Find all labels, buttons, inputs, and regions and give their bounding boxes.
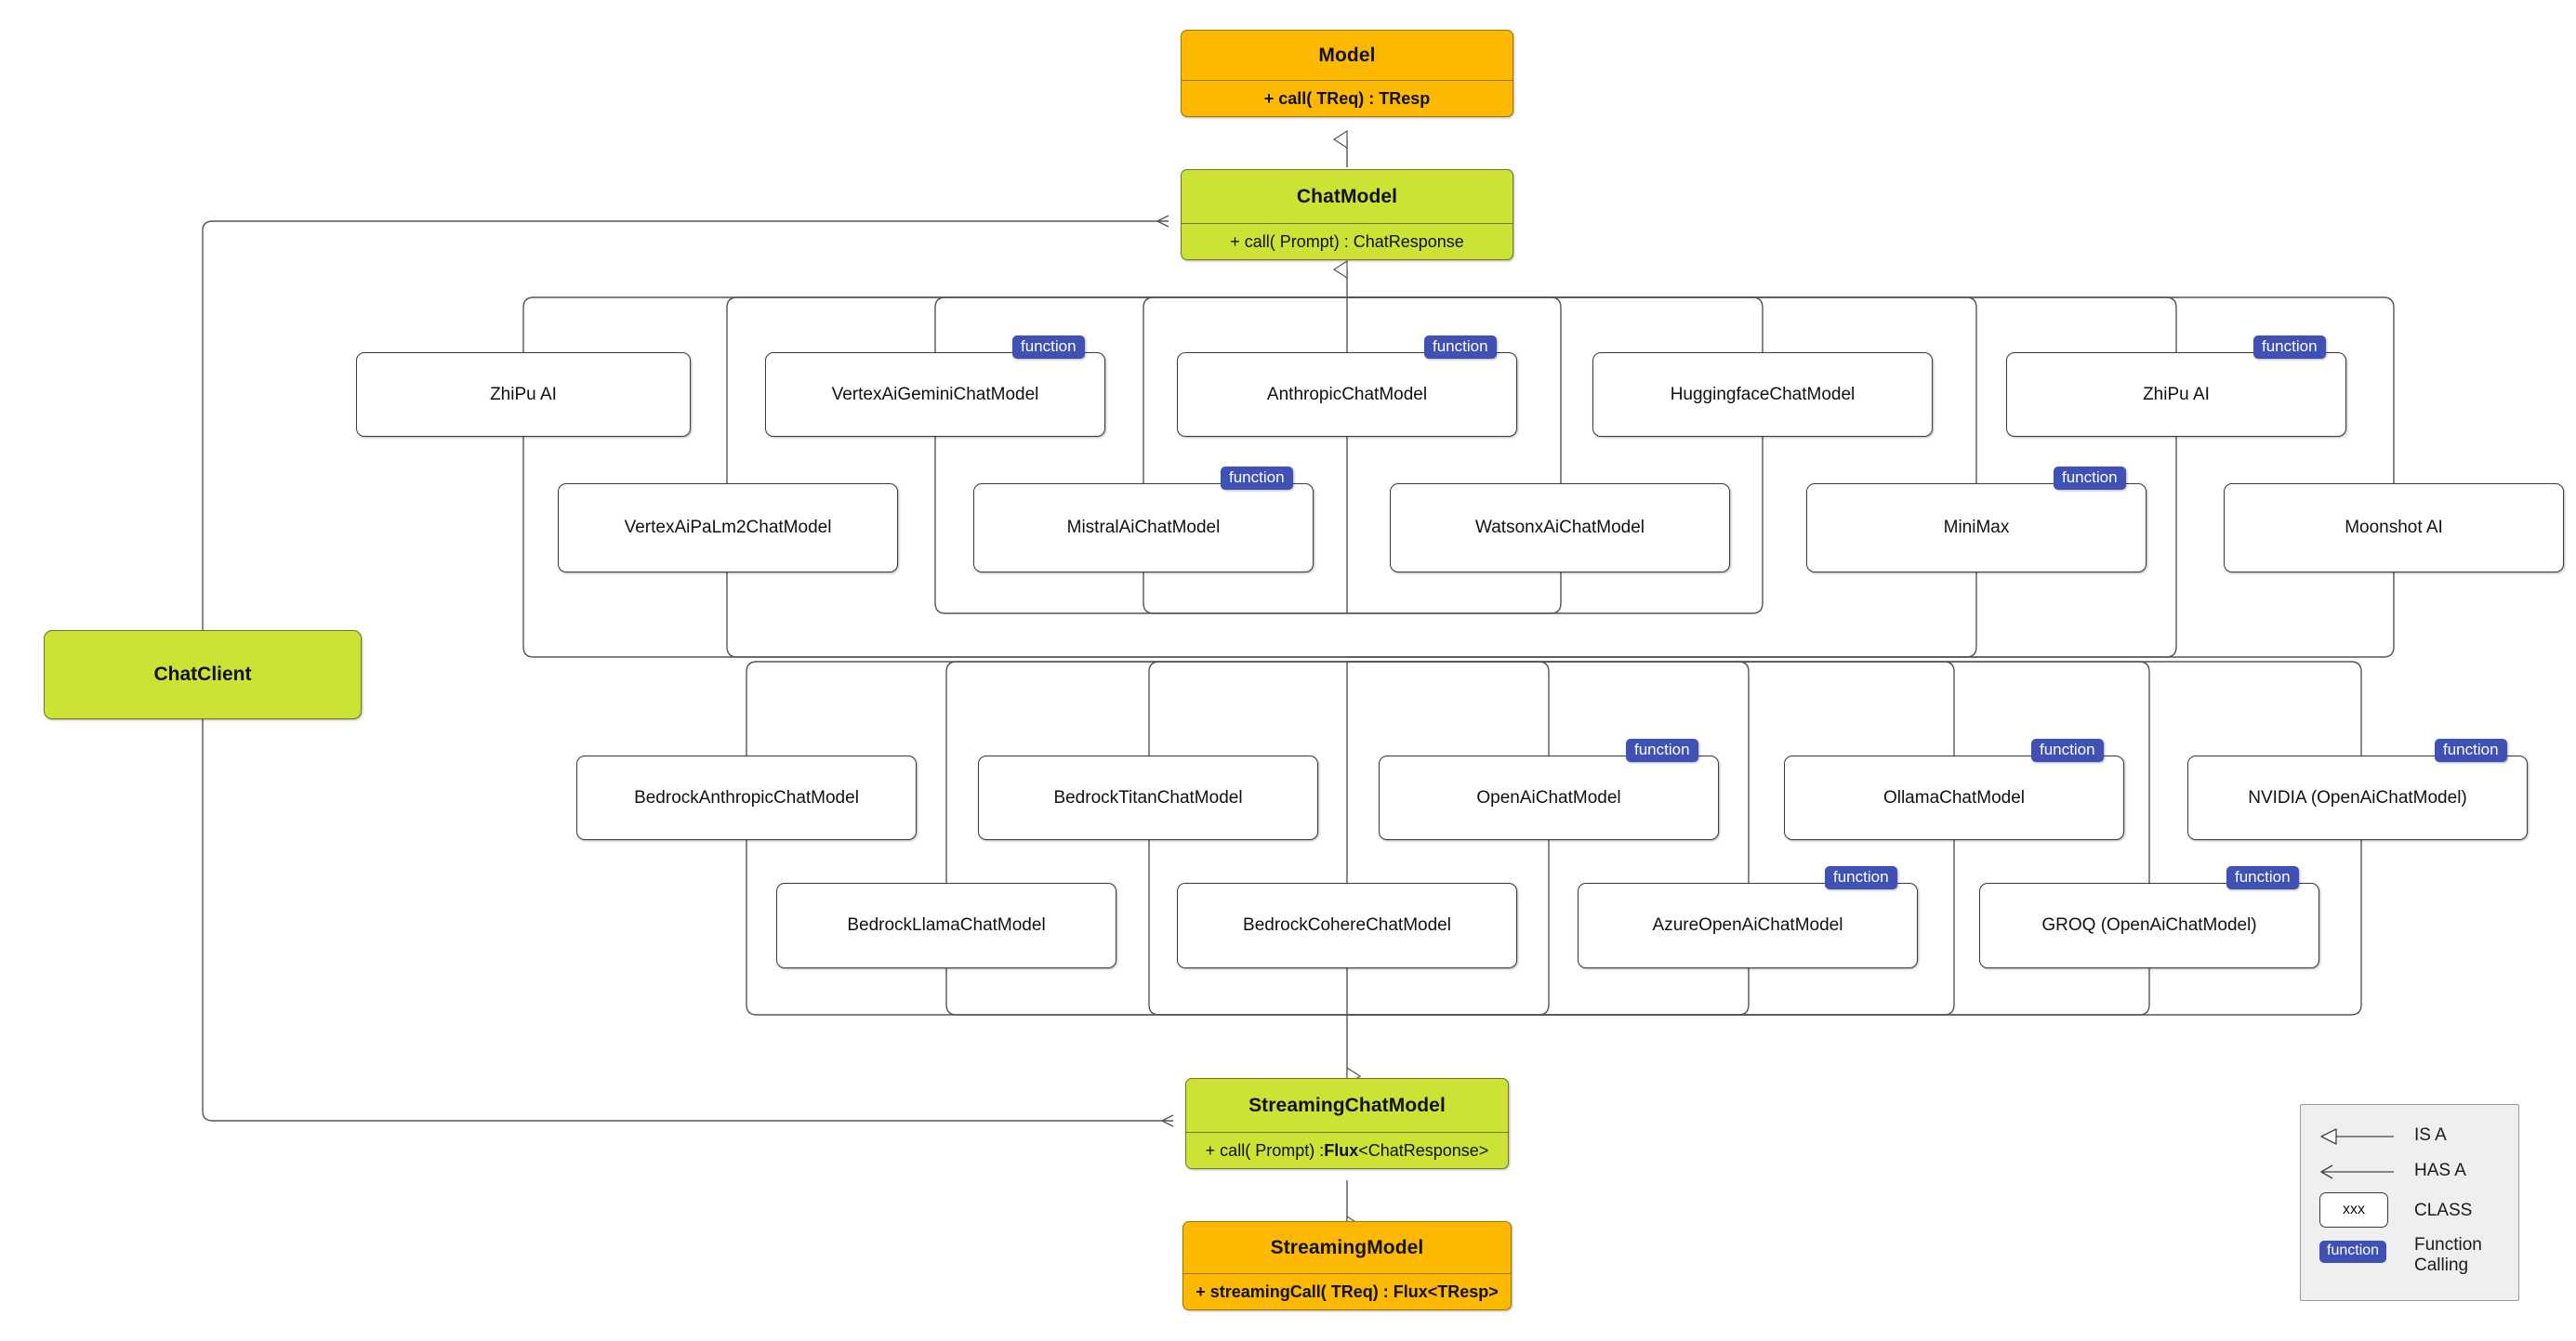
class-box-minimax[interactable]: MiniMax [1806, 483, 2147, 572]
legend-class-swatch-text: xxx [2343, 1202, 2365, 1217]
function-calling-badge: function [1825, 866, 1897, 889]
class-name-streaming-model: StreamingModel [1270, 1236, 1424, 1258]
class-box-ollamachatmodel[interactable]: OllamaChatModel [1784, 756, 2124, 840]
class-operation-model: + call( TReq) : TResp [1182, 80, 1513, 116]
legend-class-label: CLASS [2414, 1201, 2473, 1220]
class-box-huggingfacechatmodel[interactable]: HuggingfaceChatModel [1592, 352, 1933, 437]
legend-is-a-arrow-icon [2320, 1128, 2394, 1145]
function-calling-badge: function [2054, 467, 2126, 490]
function-calling-badge: function [1626, 739, 1698, 762]
class-name-label: HuggingfaceChatModel [1670, 384, 1856, 404]
op-prefix: + call( Prompt) : [1205, 1140, 1325, 1160]
class-box-watsonxaichatmodel[interactable]: WatsonxAiChatModel [1390, 483, 1730, 572]
class-name-model: Model [1318, 44, 1376, 66]
class-name-label: AzureOpenAiChatModel [1652, 915, 1843, 935]
legend-function-badge: function [2319, 1241, 2387, 1263]
function-calling-badge: function [1424, 335, 1497, 359]
class-name-label: OllamaChatModel [1882, 787, 2026, 808]
class-box-anthropicchatmodel[interactable]: AnthropicChatModel [1177, 352, 1517, 437]
legend-panel: IS A HAS A xxx CLASS function Function C… [2300, 1104, 2519, 1301]
class-box-bedrockanthropicchatmodel[interactable]: BedrockAnthropicChatModel [576, 756, 917, 840]
class-name-label: OpenAiChatModel [1476, 787, 1621, 808]
legend-class-swatch: xxx [2319, 1192, 2388, 1228]
class-box-groq-openaichatmodel[interactable]: GROQ (OpenAiChatModel) [1979, 883, 2319, 968]
class-box-streaming-chat-model[interactable]: StreamingChatModel + call( Prompt) : Flu… [1185, 1078, 1509, 1169]
op-bold: Flux [1324, 1140, 1359, 1160]
class-name-streaming-chat-model: StreamingChatModel [1248, 1094, 1446, 1116]
class-name-label: ZhiPu AI [2143, 384, 2210, 404]
class-box-bedrockllamachatmodel[interactable]: BedrockLlamaChatModel [776, 883, 1116, 968]
class-name-label: BedrockAnthropicChatModel [634, 787, 859, 808]
class-name-label: MiniMax [1943, 518, 2010, 537]
class-box-zhipu-ai[interactable]: ZhiPu AI [356, 352, 691, 437]
legend-is-a-label: IS A [2414, 1125, 2447, 1145]
class-name-chat-client: ChatClient [153, 664, 252, 685]
class-name-label: MistralAiChatModel [1066, 518, 1221, 537]
class-box-vertexaigeminichatmodel[interactable]: VertexAiGeminiChatModel [765, 352, 1105, 437]
class-box-chat-client[interactable]: ChatClient [44, 630, 362, 719]
class-name-chat-model: ChatModel [1296, 185, 1398, 207]
class-name-label: BedrockTitanChatModel [1053, 787, 1243, 808]
class-name-label: BedrockCohereChatModel [1243, 915, 1451, 935]
class-box-openaichatmodel[interactable]: OpenAiChatModel [1379, 756, 1719, 840]
legend-function-badge-text: function [2327, 1242, 2380, 1258]
function-calling-badge: function [2253, 335, 2326, 359]
function-calling-badge: function [2435, 739, 2507, 762]
function-calling-badge: function [1012, 335, 1085, 359]
class-name-label: VertexAiGeminiChatModel [831, 384, 1039, 404]
class-box-moonshot-ai[interactable]: Moonshot AI [2224, 483, 2564, 572]
legend-has-a-label: HAS A [2414, 1161, 2466, 1180]
class-name-label: AnthropicChatModel [1266, 384, 1428, 404]
function-calling-badge: function [2031, 739, 2104, 762]
class-operation-chat-model: + call( Prompt) : ChatResponse [1182, 223, 1513, 259]
class-name-label: BedrockLlamaChatModel [847, 915, 1046, 935]
class-box-model[interactable]: Model + call( TReq) : TResp [1181, 30, 1513, 117]
class-name-label: VertexAiPaLm2ChatModel [624, 518, 832, 537]
class-operation-streaming-model: + streamingCall( TReq) : Flux<TResp> [1183, 1273, 1511, 1309]
class-name-label: GROQ (OpenAiChatModel) [2041, 915, 2257, 935]
class-box-nvidia-openaichatmodel[interactable]: NVIDIA (OpenAiChatModel) [2187, 756, 2528, 840]
class-name-label: WatsonxAiChatModel [1475, 518, 1645, 537]
legend-has-a-arrow-icon [2320, 1164, 2394, 1179]
legend-function-label: Function Calling [2414, 1235, 2482, 1276]
class-operation-streaming-chat-model: + call( Prompt) : Flux<ChatResponse> [1186, 1132, 1508, 1168]
class-box-vertexaipalm2chatmodel[interactable]: VertexAiPaLm2ChatModel [558, 483, 898, 572]
function-calling-badge: function [1221, 467, 1293, 490]
class-name-label: Moonshot AI [2345, 518, 2443, 537]
class-box-mistralaichatmodel[interactable]: MistralAiChatModel [973, 483, 1314, 572]
op-suffix: <ChatResponse> [1358, 1140, 1489, 1160]
class-box-zhipu-ai[interactable]: ZhiPu AI [2006, 352, 2346, 437]
function-calling-badge: function [2226, 866, 2299, 889]
class-name-label: ZhiPu AI [490, 384, 557, 404]
class-box-chat-model[interactable]: ChatModel + call( Prompt) : ChatResponse [1181, 169, 1513, 260]
class-box-bedrocktitanchatmodel[interactable]: BedrockTitanChatModel [978, 756, 1318, 840]
class-name-label: NVIDIA (OpenAiChatModel) [2248, 787, 2467, 808]
class-box-azureopenaichatmodel[interactable]: AzureOpenAiChatModel [1578, 883, 1918, 968]
class-box-bedrockcoherechatmodel[interactable]: BedrockCohereChatModel [1177, 883, 1517, 968]
class-box-streaming-model[interactable]: StreamingModel + streamingCall( TReq) : … [1182, 1221, 1512, 1310]
